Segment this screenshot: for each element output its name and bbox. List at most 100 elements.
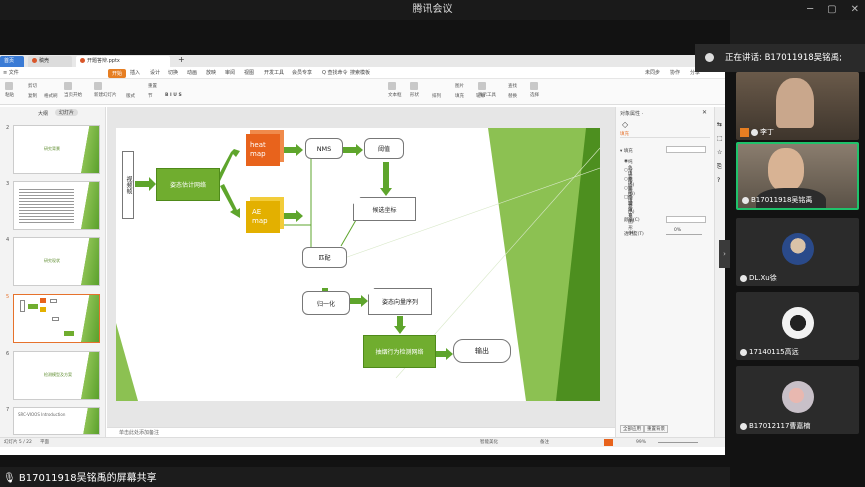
paste-button[interactable]: 粘贴 bbox=[5, 82, 14, 98]
participant-tile[interactable]: DL.Xu徐 bbox=[736, 218, 859, 286]
participant-tile[interactable]: B17012117曹嘉楠 bbox=[736, 366, 859, 434]
pose-vector-seq-box[interactable]: 姿态向量序列 bbox=[368, 288, 432, 315]
slide-thumbnail[interactable]: 检测模型及方案 bbox=[13, 351, 100, 400]
menu-design[interactable]: 设计 bbox=[150, 70, 161, 76]
minimize-button[interactable]: ─ bbox=[807, 4, 814, 15]
fill-button[interactable]: 填充 bbox=[455, 94, 464, 99]
slide-thumbnail-selected[interactable] bbox=[13, 294, 100, 343]
collab-button[interactable]: 协作 bbox=[670, 70, 681, 76]
select-icon[interactable]: ⬚ bbox=[717, 135, 723, 142]
play-slideshow-icon[interactable] bbox=[604, 439, 613, 446]
format-painter-button[interactable]: 格式刷 bbox=[44, 94, 58, 99]
color-dropdown[interactable] bbox=[666, 216, 706, 223]
star-icon[interactable]: ☆ bbox=[717, 149, 723, 156]
backup-icon[interactable]: ⎘ bbox=[717, 163, 722, 170]
fill-tab[interactable]: 填充 bbox=[620, 132, 629, 137]
add-tab-icon[interactable]: + bbox=[178, 55, 185, 64]
find-button[interactable]: 查找 bbox=[508, 84, 517, 89]
smoking-detect-net-box[interactable]: 抽烟行为检测网络 bbox=[363, 335, 436, 368]
arrange-button[interactable]: 排列 bbox=[432, 94, 441, 99]
thumb-number: 6 bbox=[6, 351, 10, 357]
tab-templates[interactable]: 稿壳 bbox=[28, 56, 72, 67]
section-button[interactable]: 节 bbox=[148, 94, 153, 99]
menu-review[interactable]: 审阅 bbox=[225, 70, 236, 76]
slides-tab[interactable]: 幻灯片 bbox=[55, 109, 79, 116]
menu-view[interactable]: 视图 bbox=[244, 70, 255, 76]
menu-insert[interactable]: 插入 bbox=[130, 70, 141, 76]
shape-button[interactable]: 形状 bbox=[410, 82, 419, 98]
apply-all-button[interactable]: 全部应用 bbox=[620, 425, 644, 433]
share-button[interactable]: 分享 bbox=[690, 70, 701, 76]
from-current-button[interactable]: 当页开始 bbox=[64, 82, 82, 98]
copy-button[interactable]: 复制 bbox=[28, 94, 37, 99]
close-button[interactable]: ✕ bbox=[850, 4, 859, 15]
notes-toggle[interactable]: 备注 bbox=[540, 440, 549, 445]
textbox-button[interactable]: 文本框 bbox=[388, 82, 402, 98]
output-box[interactable]: 输出 bbox=[453, 339, 511, 363]
slide-thumbnail[interactable]: 研究背景 bbox=[13, 125, 100, 174]
threshold-box[interactable]: 阈值 bbox=[364, 138, 404, 159]
pane-title: 对象属性 · bbox=[620, 111, 644, 117]
slide-thumbnail[interactable]: SRC-VIOOS Introduction bbox=[13, 407, 100, 435]
thumb-title: SRC-VIOOS Introduction bbox=[18, 412, 66, 417]
video-frame-box[interactable]: 视频帧 bbox=[122, 151, 134, 219]
pane-header: 大纲 幻灯片 bbox=[0, 107, 106, 119]
participant-tile[interactable]: 17140115高远 bbox=[736, 292, 859, 360]
menu-devtools[interactable]: 开发工具 bbox=[264, 70, 285, 76]
picture-fill-radio[interactable]: ○ 图片或纹理填充(P) bbox=[624, 177, 635, 224]
normalize-box[interactable]: 归一化 bbox=[302, 291, 350, 315]
match-box[interactable]: 匹配 bbox=[302, 247, 347, 268]
menu-switch[interactable]: 切换 bbox=[168, 70, 179, 76]
hide-bg-checkbox[interactable]: □ 隐藏背景图形(H) bbox=[624, 195, 636, 236]
wps-icon bbox=[32, 58, 37, 63]
slide-thumbnail[interactable] bbox=[13, 181, 100, 230]
reset-button[interactable]: 重置 bbox=[148, 84, 157, 89]
notes-field[interactable]: 单击此处添加备注 bbox=[107, 427, 615, 437]
layout-button[interactable]: 版式 bbox=[126, 94, 135, 99]
transparency-slider[interactable] bbox=[666, 234, 702, 235]
cut-button[interactable]: 剪切 bbox=[28, 84, 37, 89]
outline-button[interactable]: 轮廓 bbox=[476, 94, 485, 99]
reset-bg-button[interactable]: 重置背景 bbox=[644, 425, 668, 433]
pattern-fill-radio[interactable]: ○ 图案填充(A) bbox=[624, 186, 635, 215]
close-pane-icon[interactable]: ✕ bbox=[702, 109, 708, 116]
fill-section-header[interactable]: ▾ 填充 bbox=[620, 149, 633, 154]
collapse-panel-button[interactable]: › bbox=[719, 240, 730, 268]
properties-icon[interactable]: ⇆ bbox=[717, 121, 723, 128]
outline-tab[interactable]: 大纲 bbox=[38, 111, 49, 117]
menu-file[interactable]: ≡ 文件 bbox=[3, 70, 19, 76]
pose-net-box[interactable]: 姿态估计网络 bbox=[156, 168, 220, 201]
slide-thumbnail-pane: 大纲 幻灯片 2 研究背景 3 4 研究现状 5 6 检测模型及方案 bbox=[0, 107, 106, 437]
tab-document[interactable]: 开题答辩.pptx bbox=[76, 56, 170, 67]
help-icon[interactable]: ? bbox=[717, 177, 721, 184]
solid-fill-radio[interactable]: ◉ 纯色填充(S) bbox=[624, 159, 635, 188]
fill-preset-dropdown[interactable] bbox=[666, 146, 706, 153]
nms-box[interactable]: NMS bbox=[305, 138, 343, 159]
candidate-coords-box[interactable]: 候选坐标 bbox=[353, 197, 416, 221]
menu-start[interactable]: 开始 bbox=[108, 69, 127, 78]
slide-thumbnail[interactable]: 研究现状 bbox=[13, 237, 100, 286]
menu-slideshow[interactable]: 放映 bbox=[206, 70, 217, 76]
smart-beautify-button[interactable]: 智能美化 bbox=[480, 440, 498, 445]
menu-animation[interactable]: 动画 bbox=[187, 70, 198, 76]
ae-map-box[interactable]: AE map bbox=[246, 201, 280, 233]
bold-button[interactable]: B I U S bbox=[165, 93, 182, 98]
search-template[interactable]: 搜索模板 bbox=[350, 70, 371, 76]
gradient-fill-radio[interactable]: ○ 渐变填充(G) bbox=[624, 168, 635, 197]
participant-tile[interactable]: 李丁 bbox=[736, 72, 859, 140]
select-button[interactable]: 选择 bbox=[530, 82, 539, 98]
participant-tile-active[interactable]: B17011918吴铭禹 bbox=[736, 142, 859, 210]
picture-button[interactable]: 图片 bbox=[455, 84, 464, 89]
heat-map-box[interactable]: heat map bbox=[246, 134, 280, 166]
slide[interactable]: 视频帧 姿态估计网络 heat map AE map NMS 阈值 候选坐标 匹… bbox=[116, 128, 600, 401]
zoom-slider[interactable] bbox=[658, 442, 698, 443]
tools-button[interactable]: 演示工具 bbox=[478, 82, 496, 98]
maximize-button[interactable]: ▢ bbox=[827, 4, 837, 15]
search-command[interactable]: Q 查找命令 bbox=[322, 70, 348, 76]
new-slide-button[interactable]: 新建幻灯片 bbox=[94, 82, 117, 98]
replace-button[interactable]: 替换 bbox=[508, 94, 517, 99]
tab-home[interactable]: 首页 bbox=[0, 56, 24, 67]
menu-member[interactable]: 会员专享 bbox=[292, 70, 313, 76]
sync-status[interactable]: 未同步 bbox=[645, 70, 661, 76]
participant-name: B17012117曹嘉楠 bbox=[740, 421, 810, 431]
